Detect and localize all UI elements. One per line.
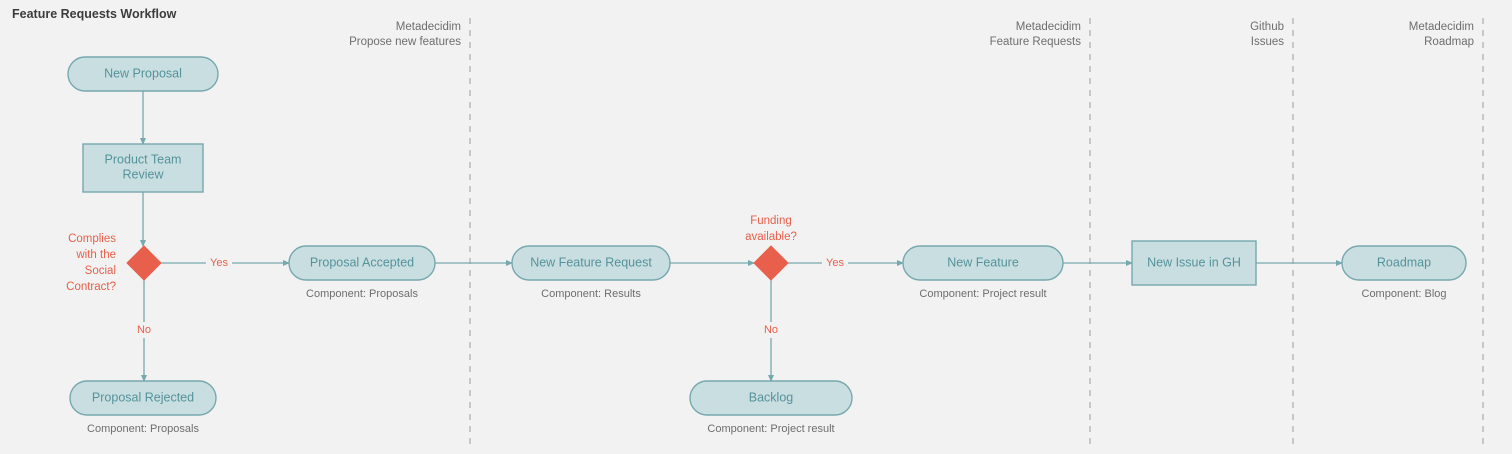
node-label-new-issue-in-gh: New Issue in GH (1147, 255, 1241, 269)
decision-question-line: Contract? (66, 281, 116, 293)
decision-diamond-icon (126, 245, 162, 281)
edge-label-backdrop (206, 255, 232, 271)
decision-question-line: with the (75, 249, 116, 261)
page-title: Feature Requests Workflow (12, 7, 177, 21)
node-shape-stadium (288, 245, 436, 281)
lane-label-line: Propose new features (349, 36, 461, 48)
decision-question-line: Funding (750, 215, 792, 227)
node-label-new-feature: New Feature (947, 255, 1019, 269)
lane-label-line: Metadecidim (1016, 21, 1081, 33)
lane-label-line: Github (1250, 21, 1284, 33)
node-label-proposal-rejected: Proposal Rejected (92, 390, 194, 404)
edge-label-edge-decision-no-to-rejected: No (137, 324, 151, 336)
lane-label-line: Roadmap (1424, 36, 1474, 48)
node-shape-stadium (689, 380, 853, 416)
edge-label-edge-funding-no-to-backlog: No (764, 324, 778, 336)
node-new-issue-in-gh[interactable]: New Issue in GH (1131, 240, 1257, 286)
decision-question-line: Complies (68, 233, 116, 245)
decision-question-funding-available: Funding available? (745, 215, 797, 243)
component-label-proposal-rejected: Component: Proposals (87, 423, 199, 435)
node-shape-stadium (1341, 245, 1467, 281)
node-label-line: Review (123, 168, 165, 182)
decision-diamond-icon (753, 245, 789, 281)
node-label-proposal-accepted: Proposal Accepted (310, 255, 414, 269)
component-label-roadmap: Component: Blog (1362, 288, 1447, 300)
node-new-proposal[interactable]: New Proposal (67, 56, 219, 92)
edge-label-backdrop (822, 255, 848, 271)
decision-question-line: available? (745, 231, 797, 243)
node-shape-rect (1131, 240, 1257, 286)
edge-label-backdrop (131, 322, 157, 338)
node-label-backlog: Backlog (749, 390, 794, 404)
node-shape-stadium (511, 245, 671, 281)
node-shape-rect (82, 143, 204, 193)
node-label-new-proposal: New Proposal (104, 66, 182, 80)
lane-label-line: Feature Requests (990, 36, 1082, 48)
lane-label-line: Metadecidim (396, 21, 461, 33)
lane-label-line: Issues (1251, 36, 1284, 48)
component-label-new-feature-request: Component: Results (541, 288, 641, 300)
decision-question-line: Social (85, 265, 116, 277)
node-label-line: Product Team (105, 153, 182, 167)
edge-label-edge-funding-yes-to-feature: Yes (826, 257, 844, 269)
decision-funding-available[interactable]: Funding available? (745, 215, 797, 281)
node-label-new-feature-request: New Feature Request (530, 255, 652, 269)
component-label-proposal-accepted: Component: Proposals (306, 288, 418, 300)
edge-label-edge-decision-yes-to-accepted: Yes (210, 257, 228, 269)
lane-label-line: Metadecidim (1409, 21, 1474, 33)
component-label-new-feature: Component: Project result (919, 288, 1046, 300)
node-shape-stadium (902, 245, 1064, 281)
component-label-backlog: Component: Project result (707, 423, 834, 435)
edge-label-backdrop (758, 322, 784, 338)
node-shape-stadium (69, 380, 217, 416)
node-shape-stadium (67, 56, 219, 92)
node-label-roadmap: Roadmap (1377, 255, 1431, 269)
